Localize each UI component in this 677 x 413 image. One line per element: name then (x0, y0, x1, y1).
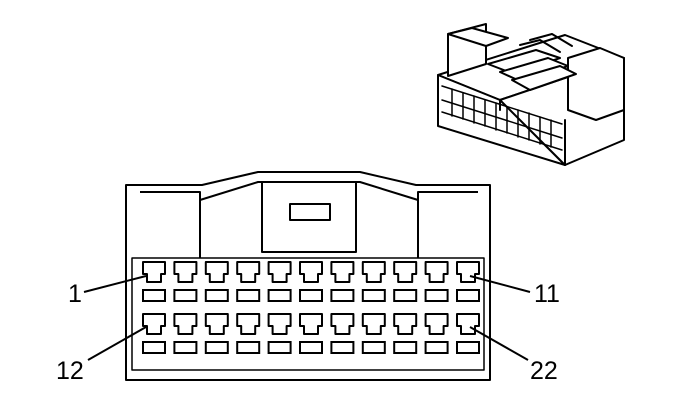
pin-lock-slot (361, 341, 386, 354)
leader-pin-22 (469, 326, 529, 361)
pin-lock-slot (361, 289, 386, 302)
pin-cavity (142, 313, 166, 335)
pin-cavity (361, 313, 386, 335)
pin-cavity (173, 313, 198, 335)
pin-cavity (424, 261, 449, 283)
pin-cavity (361, 261, 386, 283)
pin-label-22: 22 (530, 357, 558, 385)
leader-pin-12 (87, 326, 147, 361)
pin-cavity (204, 313, 229, 335)
pin-lock-slot (142, 289, 166, 302)
pin-lock-slot (204, 289, 229, 302)
pin-cavity (204, 261, 229, 283)
pin-lock-slot (173, 341, 198, 354)
pin-cavity (393, 313, 418, 335)
leader-pin-1 (83, 275, 147, 293)
pin-lock-slot (236, 341, 261, 354)
latch-frame (261, 182, 357, 253)
pin-lock-slot (204, 341, 229, 354)
pin-lock-slot (267, 341, 292, 354)
connector-front-face (125, 171, 491, 381)
pin-lock-slot (330, 341, 355, 354)
pin-lock-slot (393, 289, 418, 302)
pin-cavity (173, 261, 198, 283)
pin-cavity (330, 313, 355, 335)
leader-lines (83, 275, 531, 361)
pin-lock-slot (456, 341, 480, 354)
pin-lock-slot (456, 289, 480, 302)
housing-outline (125, 171, 491, 381)
pin-grid (142, 261, 480, 354)
pin-cavity (236, 313, 261, 335)
latch-window (289, 203, 331, 221)
pin-cavity-outline (131, 257, 485, 371)
pin-cavity (142, 261, 166, 283)
pin-lock-slot (424, 341, 449, 354)
housing-shoulder (140, 181, 478, 201)
pin-cavity (299, 261, 323, 283)
pin-lock-slot (393, 341, 418, 354)
pin-cavity (267, 261, 292, 283)
pin-cavity (456, 261, 480, 283)
pin-lock-slot (299, 341, 323, 354)
leader-pin-11 (469, 275, 531, 293)
pin-lock-slot (424, 289, 449, 302)
pin-cavity (236, 261, 261, 283)
pin-cavity (393, 261, 418, 283)
pin-lock-slot (236, 289, 261, 302)
pin-lock-slot (299, 289, 323, 302)
pin-cavity (330, 261, 355, 283)
pin-cavity (424, 313, 449, 335)
pin-cavity (299, 313, 323, 335)
pin-label-12: 12 (56, 357, 84, 385)
pin-label-11: 11 (534, 280, 560, 308)
pin-cavity (267, 313, 292, 335)
pin-lock-slot (173, 289, 198, 302)
pin-label-1: 1 (68, 280, 82, 308)
pin-lock-slot (267, 289, 292, 302)
connector-isometric-view (437, 23, 625, 166)
pin-lock-slot (142, 341, 166, 354)
pin-lock-slot (330, 289, 355, 302)
